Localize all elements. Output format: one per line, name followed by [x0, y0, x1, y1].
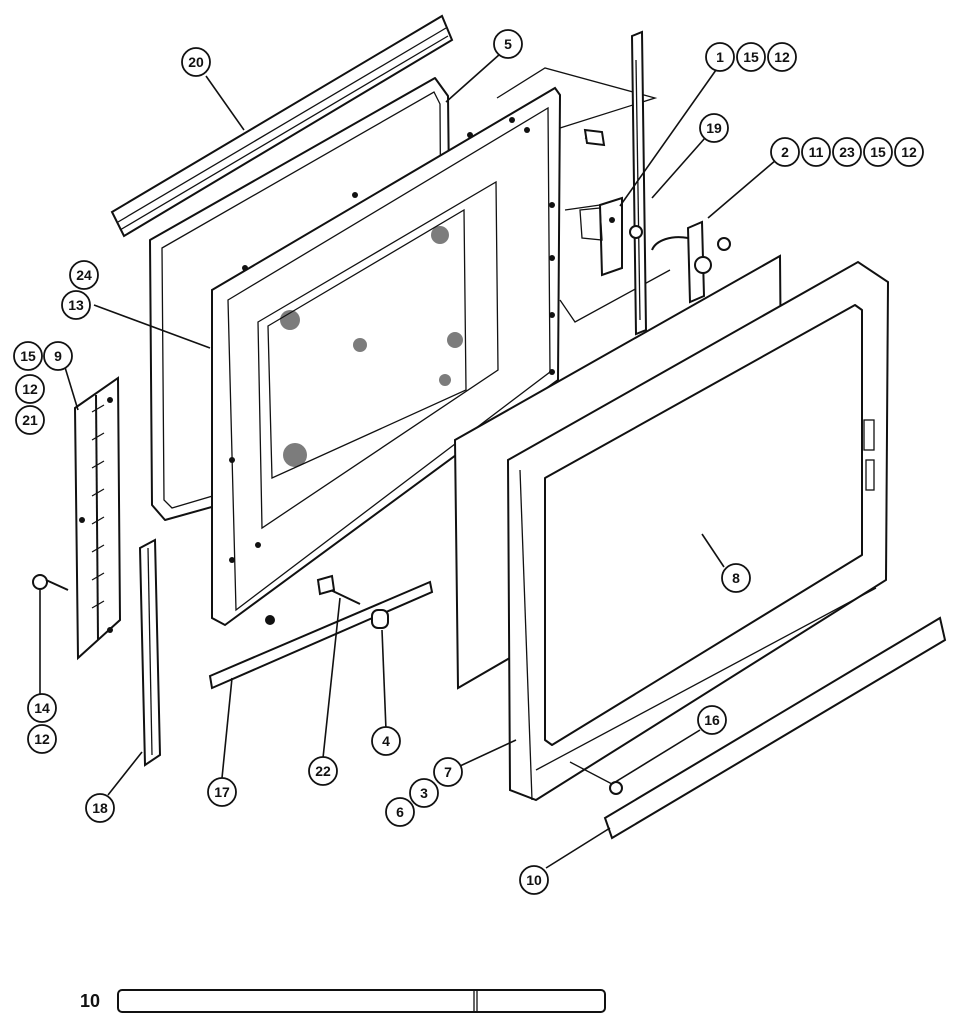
label-16: 16	[697, 705, 727, 735]
svg-text:19: 19	[706, 120, 722, 136]
svg-text:23: 23	[839, 144, 855, 160]
window-texture	[280, 226, 463, 467]
svg-text:15: 15	[743, 49, 759, 65]
footer-part-10-view: 10	[80, 989, 606, 1013]
label-1: 1	[705, 42, 735, 72]
part-22-door-stop	[316, 574, 361, 605]
svg-text:11: 11	[809, 144, 824, 160]
label-6: 6	[385, 797, 415, 827]
label-8: 8	[721, 563, 751, 593]
label-12: 12	[767, 42, 797, 72]
label-22: 22	[308, 756, 338, 786]
svg-text:24: 24	[76, 267, 92, 283]
svg-text:12: 12	[901, 144, 917, 160]
label-21: 21	[15, 405, 45, 435]
label-23: 23	[832, 137, 862, 167]
svg-text:16: 16	[704, 712, 720, 728]
label-15: 15	[863, 137, 893, 167]
label-5: 5	[493, 29, 523, 59]
part-18-side-trim	[138, 538, 162, 767]
label-4: 4	[371, 726, 401, 756]
svg-text:14: 14	[34, 700, 50, 716]
label-17: 17	[207, 777, 237, 807]
svg-text:10: 10	[526, 872, 542, 888]
part-5-inner-panel	[211, 67, 671, 627]
svg-text:15: 15	[20, 348, 36, 364]
label-3: 3	[409, 778, 439, 808]
svg-text:3: 3	[420, 785, 428, 801]
svg-text:12: 12	[22, 381, 38, 397]
svg-text:1: 1	[716, 49, 724, 65]
svg-text:5: 5	[504, 36, 512, 52]
svg-text:9: 9	[54, 348, 62, 364]
part-14-screw	[32, 574, 69, 591]
label-24: 24	[69, 260, 99, 290]
label-11: 11	[801, 137, 831, 167]
label-10: 10	[519, 865, 549, 895]
svg-text:20: 20	[188, 54, 204, 70]
svg-text:15: 15	[870, 144, 886, 160]
label-20: 20	[181, 47, 211, 77]
leader-lines	[39, 53, 777, 869]
svg-text:7: 7	[444, 764, 452, 780]
svg-text:21: 21	[22, 412, 38, 428]
svg-text:2: 2	[781, 144, 789, 160]
part-19-side-rod	[630, 30, 648, 336]
label-19: 19	[699, 113, 729, 143]
part-20-top-trim	[110, 14, 454, 238]
label-14: 14	[27, 693, 57, 723]
part-10-handle	[603, 616, 947, 840]
svg-text:8: 8	[732, 570, 740, 586]
label-2: 2	[770, 137, 800, 167]
part-16-screw	[569, 761, 623, 795]
label-18: 18	[85, 793, 115, 823]
svg-text:17: 17	[214, 784, 230, 800]
label-13: 13	[61, 290, 91, 320]
svg-text:12: 12	[774, 49, 790, 65]
svg-text:12: 12	[34, 731, 50, 747]
svg-text:4: 4	[382, 733, 390, 749]
part-4-bumper	[371, 609, 389, 629]
label-15: 15	[736, 42, 766, 72]
part-2-latch-hook	[651, 220, 731, 304]
label-15: 15	[13, 341, 43, 371]
part-17-bottom-strip	[208, 580, 434, 690]
part-7-outer-door-frame	[506, 260, 890, 802]
label-9: 9	[43, 341, 73, 371]
svg-text:6: 6	[396, 804, 404, 820]
label-7: 7	[433, 757, 463, 787]
part-1-latch-bracket	[579, 128, 643, 277]
svg-text:22: 22	[315, 763, 331, 779]
svg-text:18: 18	[92, 800, 108, 816]
footer-part-number: 10	[80, 991, 100, 1011]
label-12: 12	[894, 137, 924, 167]
part-9-hinge	[73, 376, 122, 661]
svg-text:13: 13	[68, 297, 84, 313]
callout-labels: 20 5 1 15 12 19 2 11 23 15 12 24 13 15 9…	[13, 29, 924, 895]
label-12: 12	[15, 374, 45, 404]
label-12: 12	[27, 724, 57, 754]
